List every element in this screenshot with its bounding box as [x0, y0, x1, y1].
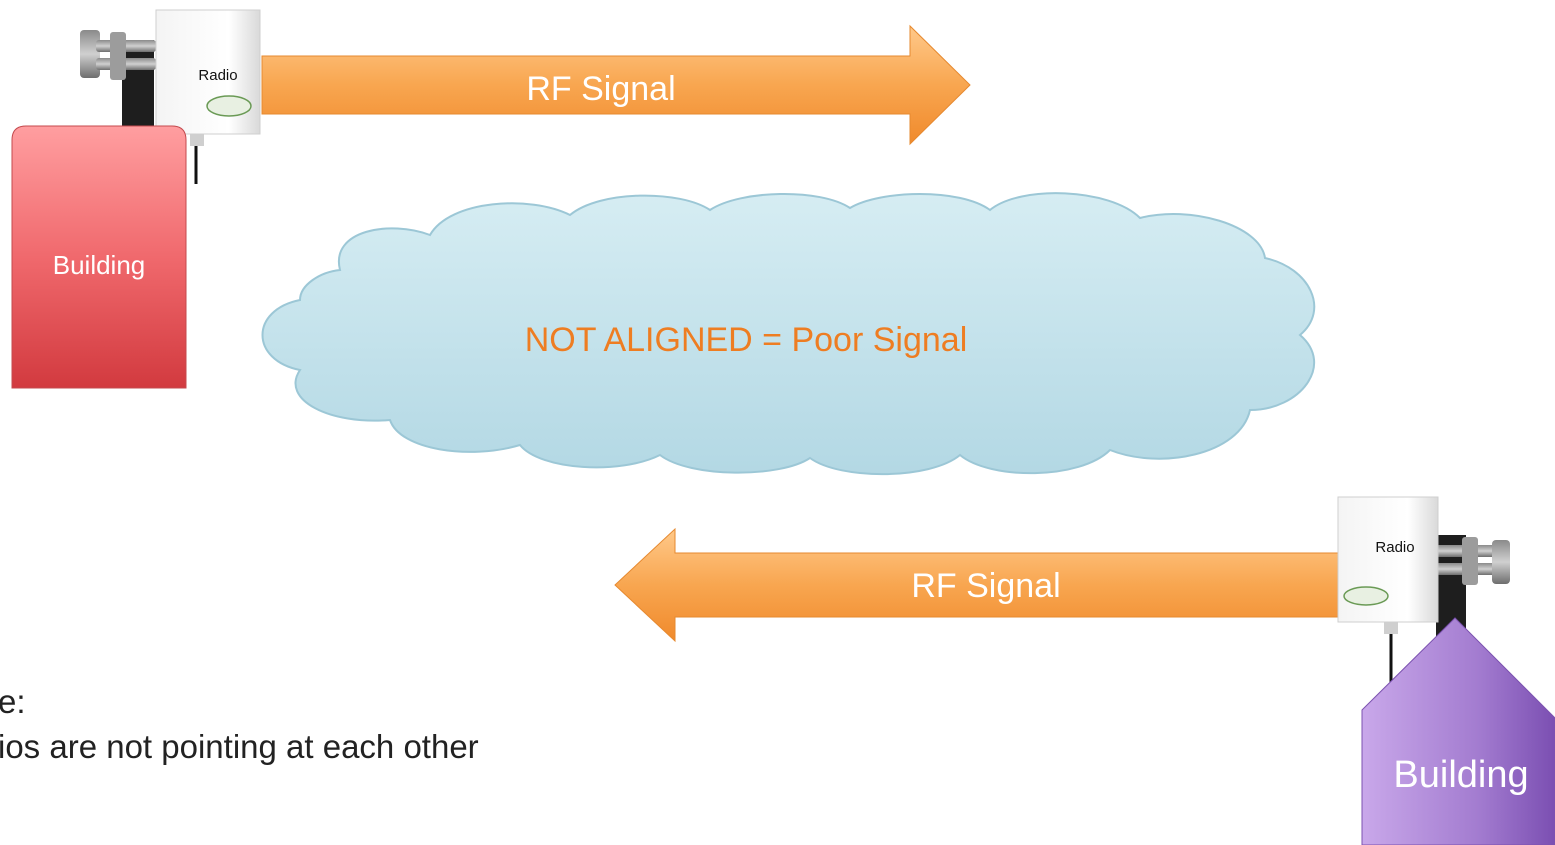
- rf-signal-label-bottom: RF Signal: [911, 567, 1060, 605]
- rf-signal-arrow-left: RF Signal: [614, 527, 1346, 643]
- mounting-bracket-icon: [80, 30, 156, 80]
- building-icon: [1361, 617, 1555, 845]
- antenna-radio-icon: [1337, 496, 1439, 634]
- building-label-a: Building: [53, 250, 146, 280]
- cloud-label: NOT ALIGNED = Poor Signal: [525, 321, 968, 359]
- rf-signal-arrow-right: RF Signal: [261, 24, 971, 146]
- building-label-b: Building: [1393, 754, 1528, 796]
- site-b: Radio Building: [1337, 496, 1555, 845]
- site-a: Radio Building: [11, 9, 261, 389]
- mounting-bracket-icon: [1436, 537, 1510, 585]
- radio-label-b: Radio: [1375, 539, 1414, 556]
- antenna-radio-icon: [155, 9, 261, 146]
- caption-line-2: ios are not pointing at each other: [0, 728, 479, 765]
- cloud-shape: NOT ALIGNED = Poor Signal: [261, 192, 1316, 476]
- radio-label-a: Radio: [198, 67, 237, 84]
- rf-signal-label-top: RF Signal: [526, 70, 675, 108]
- building-icon: [11, 125, 187, 389]
- caption-line-1: e:: [0, 683, 26, 720]
